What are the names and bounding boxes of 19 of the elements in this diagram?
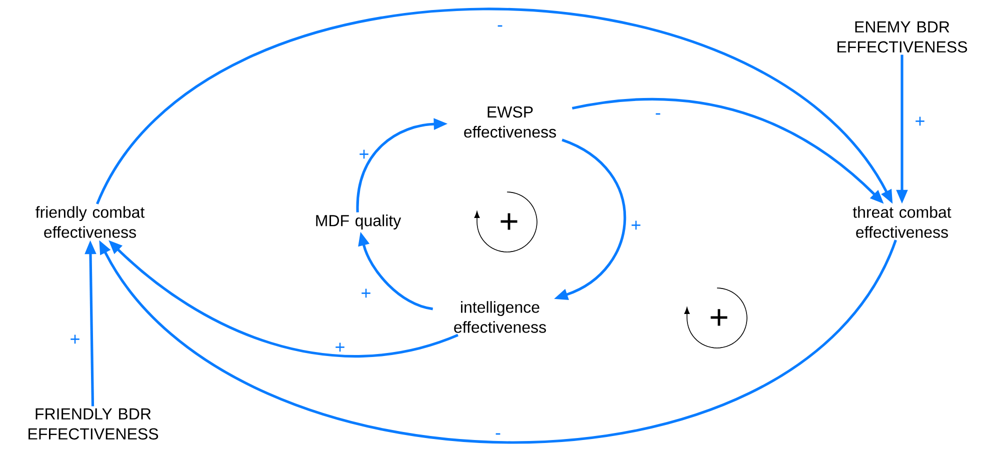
variable-label: MDF quality — [316, 214, 402, 230]
arrow — [99, 239, 897, 444]
polarity-label: - — [496, 433, 500, 435]
variable-label: intelligence effectiveness — [454, 301, 546, 333]
loop-sign: + — [710, 309, 728, 326]
variable-label: threat combat effectiveness — [852, 206, 952, 238]
polarity-label: + — [632, 220, 640, 230]
variable-label: ENEMY BDR EFFECTIVENESS — [838, 21, 968, 53]
polarity-label: + — [70, 334, 80, 344]
polarity-label: - — [498, 25, 502, 27]
polarity-label: + — [362, 288, 370, 298]
polarity-label: + — [916, 116, 924, 126]
polarity-label: + — [360, 150, 368, 159]
variable-label: friendly combat effectiveness — [36, 206, 145, 238]
polarity-label: + — [336, 342, 344, 352]
loop-sign: + — [500, 213, 518, 230]
polarity-label: - — [656, 113, 660, 115]
variable-label: FRIENDLY BDR EFFECTIVENESS — [28, 408, 158, 440]
variable-label: EWSP effectiveness — [464, 106, 556, 138]
